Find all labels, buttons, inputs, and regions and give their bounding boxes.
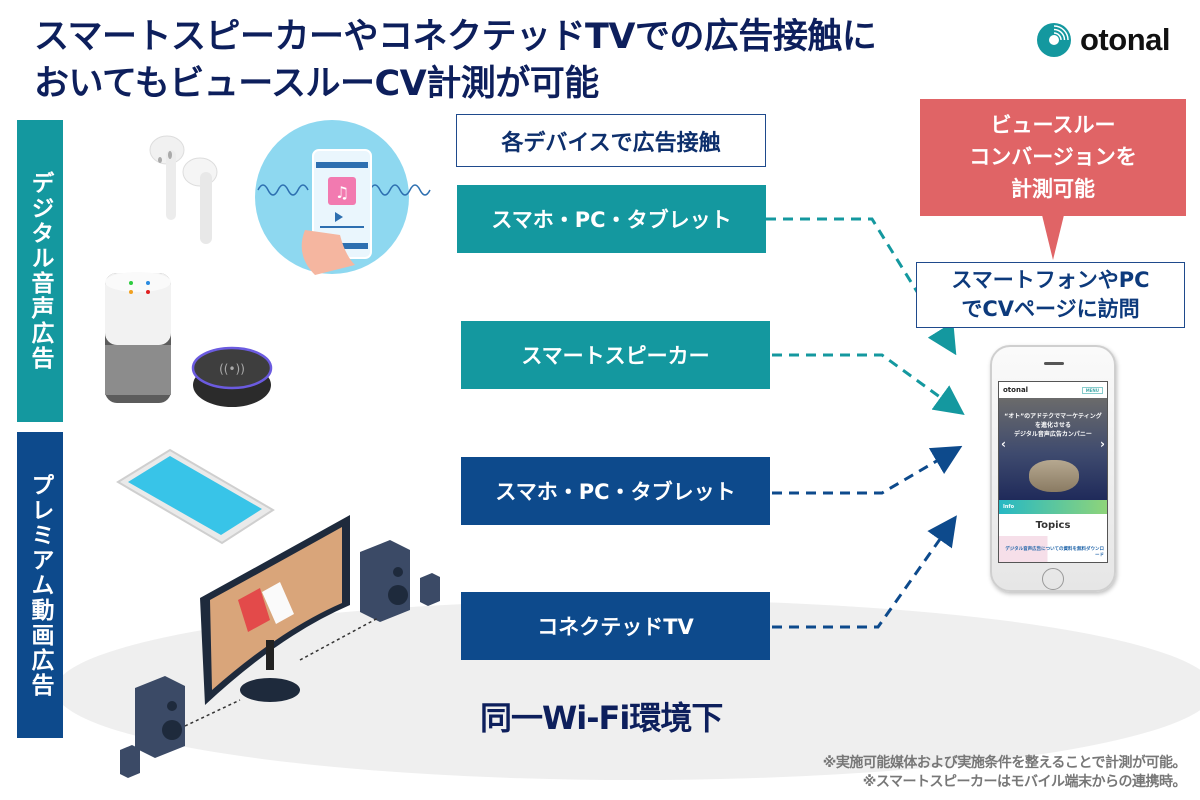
footnote-2: ※スマートスピーカーはモバイル端末からの連携時。 <box>862 774 1187 790</box>
callout-line-3: 計測可能 <box>1011 177 1095 201</box>
chevron-left-icon: ‹ <box>1001 437 1006 451</box>
footnote-1: ※実施可能媒体および実施条件を整えることで計測が可能。 <box>822 755 1187 771</box>
screen-header: otonal MENU <box>999 382 1107 398</box>
screen-download-banner: デジタル音声広告についての資料を無料ダウンロード <box>999 536 1107 562</box>
callout-pointer <box>1042 215 1064 260</box>
phone-home-button <box>1042 568 1064 590</box>
callout-line-1: ビュースルー <box>990 113 1116 137</box>
logo-text: otonal <box>1080 22 1171 57</box>
svg-text:((•)): ((•)) <box>219 362 245 376</box>
wireless-earbuds-icon <box>149 135 218 244</box>
tablet-icon <box>116 448 275 545</box>
device-box-video-mobile: スマホ・PC・タブレット <box>461 457 770 525</box>
echo-dot-icon: ((•)) <box>191 346 273 407</box>
hero-stool-image <box>1029 460 1079 492</box>
flow-header: 各デバイスで広告接触 <box>456 114 766 167</box>
smartphone-cv-page: otonal MENU ‹ › “オト”のアドテクでマーケティングを進化させる … <box>990 345 1116 592</box>
phone-music-icon: ♫ <box>255 120 431 275</box>
device-box-connected-tv: コネクテッドTV <box>461 592 770 660</box>
viewthrough-callout: ビュースルー コンバージョンを 計測可能 <box>920 99 1186 216</box>
callout-line-2: コンバージョンを <box>969 145 1137 169</box>
page-title: スマートスピーカーやコネクテッドTVでの広告接触に おいてもビュースルーCV計測… <box>34 14 877 108</box>
chevron-right-icon: › <box>1100 437 1105 451</box>
visit-line-1: スマートフォンやPC <box>951 268 1150 292</box>
screen-menu-button: MENU <box>1081 386 1103 394</box>
category-label-video: プレミアム動画広告 <box>17 432 63 738</box>
title-line-2: おいてもビュースルーCV計測が可能 <box>34 64 599 104</box>
phone-speaker <box>1044 362 1064 365</box>
hero-line-1: “オト”のアドテクでマーケティングを進化させる <box>1004 413 1102 429</box>
hero-line-2: デジタル音声広告カンパニー <box>1014 431 1092 438</box>
category-label-audio: デジタル音声広告 <box>17 120 63 422</box>
svg-text:♫: ♫ <box>335 183 349 202</box>
smart-speaker-icon <box>105 272 171 403</box>
arrow-smart-speaker <box>772 353 965 416</box>
otonal-disc-icon <box>1037 23 1071 57</box>
phone-screen: otonal MENU ‹ › “オト”のアドテクでマーケティングを進化させる … <box>998 381 1108 563</box>
cv-visit-box: スマートフォンやPC でCVページに訪問 <box>916 262 1185 328</box>
device-box-smart-speaker: スマートスピーカー <box>461 321 770 389</box>
screen-info-bar: Info <box>999 500 1107 514</box>
screen-topics-heading: Topics <box>1035 519 1071 531</box>
device-box-audio-mobile: スマホ・PC・タブレット <box>457 185 766 253</box>
title-line-1: スマートスピーカーやコネクテッドTVでの広告接触に <box>34 17 877 57</box>
arrow-video-mobile <box>772 445 963 495</box>
otonal-logo: otonal <box>1036 22 1171 58</box>
wifi-environment-label: 同一Wi-Fi環境下 <box>480 699 723 737</box>
screen-hero: ‹ › “オト”のアドテクでマーケティングを進化させる デジタル音声広告カンパニ… <box>999 398 1107 500</box>
screen-brand: otonal <box>1003 386 1029 394</box>
visit-line-2: でCVページに訪問 <box>961 297 1140 321</box>
